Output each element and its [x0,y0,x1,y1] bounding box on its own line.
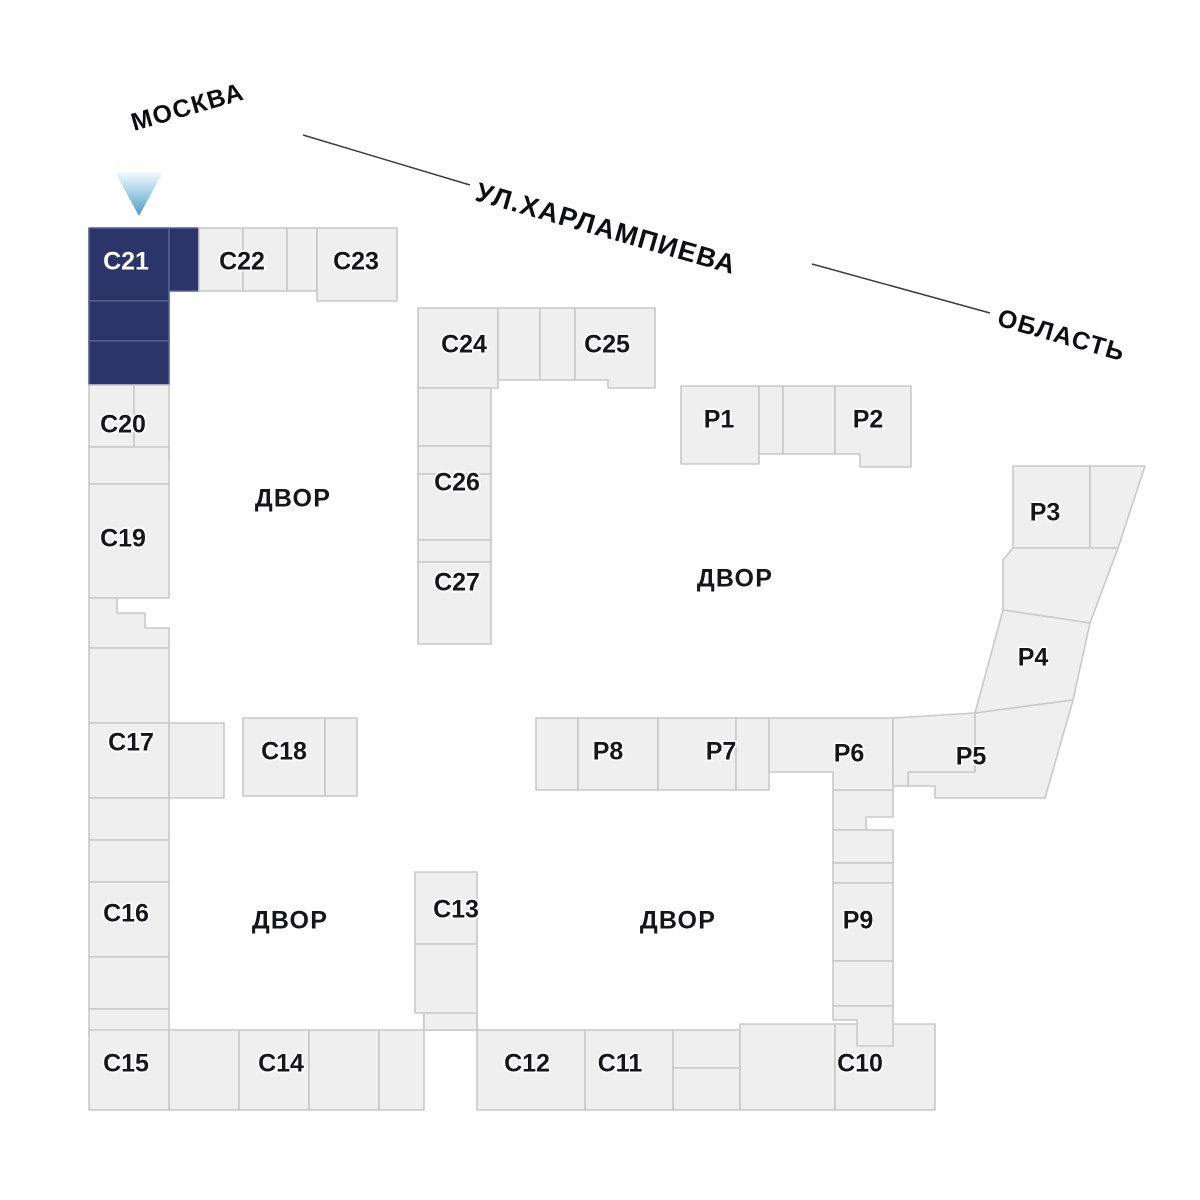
block-C2-seg1[interactable] [782,385,836,455]
block-C2[interactable] [834,385,912,468]
block-C20-seg3[interactable] [88,446,170,485]
block-C16-seg1[interactable] [88,797,170,841]
block-label-С15[interactable]: С15 [101,1048,150,1080]
block-label-С27[interactable]: С27 [432,567,481,599]
block-C13[interactable] [414,871,478,945]
street-name-label: УЛ.ХАРЛАМПИЕВА [472,177,739,280]
direction-label-region: ОБЛАСТЬ [994,304,1128,367]
block-label-С22[interactable]: С22 [217,246,266,278]
block-C18[interactable] [242,717,326,797]
yard-labels: ДВОР ДВОР ДВОР ДВОР [252,485,773,935]
block-label-С26[interactable]: С26 [432,467,481,499]
yard-label: ДВОР [252,907,328,935]
block-label-Р8[interactable]: Р8 [591,736,625,768]
block-C9-seg2[interactable] [832,829,894,864]
block-C24-seg2[interactable] [497,307,541,381]
block-C19[interactable] [88,483,170,599]
block-C6[interactable] [768,717,894,791]
block-C11-seg3[interactable] [672,1067,741,1111]
yard-label: ДВОР [640,907,716,935]
block-C8-seg1[interactable] [535,717,579,791]
block-C9-seg1[interactable] [832,789,894,831]
block-C9-seg5[interactable] [832,960,894,1007]
block-label-Р3[interactable]: Р3 [1028,497,1062,529]
block-C26-seg1[interactable] [417,387,492,447]
block-C13-foot[interactable] [423,1012,478,1031]
block-C14-seg2[interactable] [308,1029,380,1111]
street-line-left [302,134,471,186]
block-label-Р7[interactable]: Р7 [704,736,738,768]
block-C1[interactable] [680,385,760,465]
block-C21-seg2[interactable] [88,300,170,342]
block-label-Р2[interactable]: Р2 [851,404,885,436]
block-C27[interactable] [417,561,492,645]
block-C9-seg3[interactable] [832,862,894,884]
block-C20-seg1[interactable] [88,384,135,448]
block-C15-seg2[interactable] [168,1029,240,1111]
block-C24[interactable] [417,307,499,389]
block-label-Р6[interactable]: Р6 [832,738,866,770]
block-C23[interactable] [316,227,398,302]
block-C26-seg4[interactable] [417,539,492,563]
block-C7-seg2[interactable] [735,717,770,791]
block-label-Р5[interactable]: Р5 [954,741,988,773]
block-C15[interactable] [88,1029,170,1111]
block-C21[interactable] [88,227,170,302]
block-C26-seg2[interactable] [417,445,492,475]
block-label-Р4[interactable]: Р4 [1016,642,1050,674]
block-label-С21[interactable]: С21 [102,246,151,277]
block-C9-seg6[interactable] [832,1005,894,1047]
block-C22-gap[interactable] [286,227,318,292]
block-C11-seg2[interactable] [672,1029,741,1069]
block-C14[interactable] [238,1029,310,1111]
block-C17-seg1[interactable] [88,647,170,724]
block-label-С23[interactable]: С23 [331,246,380,278]
direction-label-moscow: МОСКВА [128,78,247,137]
block-label-С12[interactable]: С12 [502,1048,551,1080]
block-C17-seg3[interactable] [168,722,225,799]
yard-label: ДВОР [255,485,331,513]
block-label-Р9[interactable]: Р9 [841,905,875,937]
block-C25-seg1[interactable] [539,307,576,381]
block-label-С25[interactable]: С25 [582,329,631,361]
street-line-right [811,263,991,314]
block-C16[interactable] [88,881,170,958]
block-C4-upper[interactable] [1002,547,1119,624]
block-C9[interactable] [832,882,894,962]
block-label-С14[interactable]: С14 [256,1048,305,1080]
block-label-С13[interactable]: С13 [431,894,480,926]
block-C8[interactable] [577,717,659,791]
block-C25[interactable] [574,307,656,389]
block-C1-seg2[interactable] [758,385,784,455]
block-C18-seg2[interactable] [324,717,358,797]
block-C21-wing[interactable] [168,227,200,292]
block-C14-seg3[interactable] [378,1029,425,1111]
block-C16-seg4[interactable] [88,956,170,1010]
block-label-Р1[interactable]: Р1 [702,404,736,436]
block-C16-seg2[interactable] [88,839,170,883]
block-C21-seg3[interactable] [88,340,170,386]
block-label-С24[interactable]: С24 [439,329,488,361]
block-C11[interactable] [584,1029,674,1111]
block-C5[interactable] [892,712,976,787]
block-label-С11[interactable]: С11 [596,1048,644,1080]
block-C3-seg2[interactable] [1089,465,1146,549]
block-label-С10[interactable]: С10 [835,1048,884,1080]
block-C12[interactable] [476,1029,586,1111]
block-label-С18[interactable]: С18 [259,736,308,768]
block-label-С17[interactable]: С17 [106,727,155,759]
block-label-С16[interactable]: С16 [101,898,150,930]
block-C19-step[interactable] [88,597,170,649]
block-C10-seg1[interactable] [739,1023,836,1111]
selected-block-marker-icon [115,172,163,216]
yard-label: ДВОР [697,565,773,593]
block-label-С19[interactable]: С19 [98,523,147,555]
block-C7[interactable] [657,717,737,791]
block-label-С20[interactable]: С20 [98,409,147,441]
block-C22-seg1[interactable] [198,227,244,292]
